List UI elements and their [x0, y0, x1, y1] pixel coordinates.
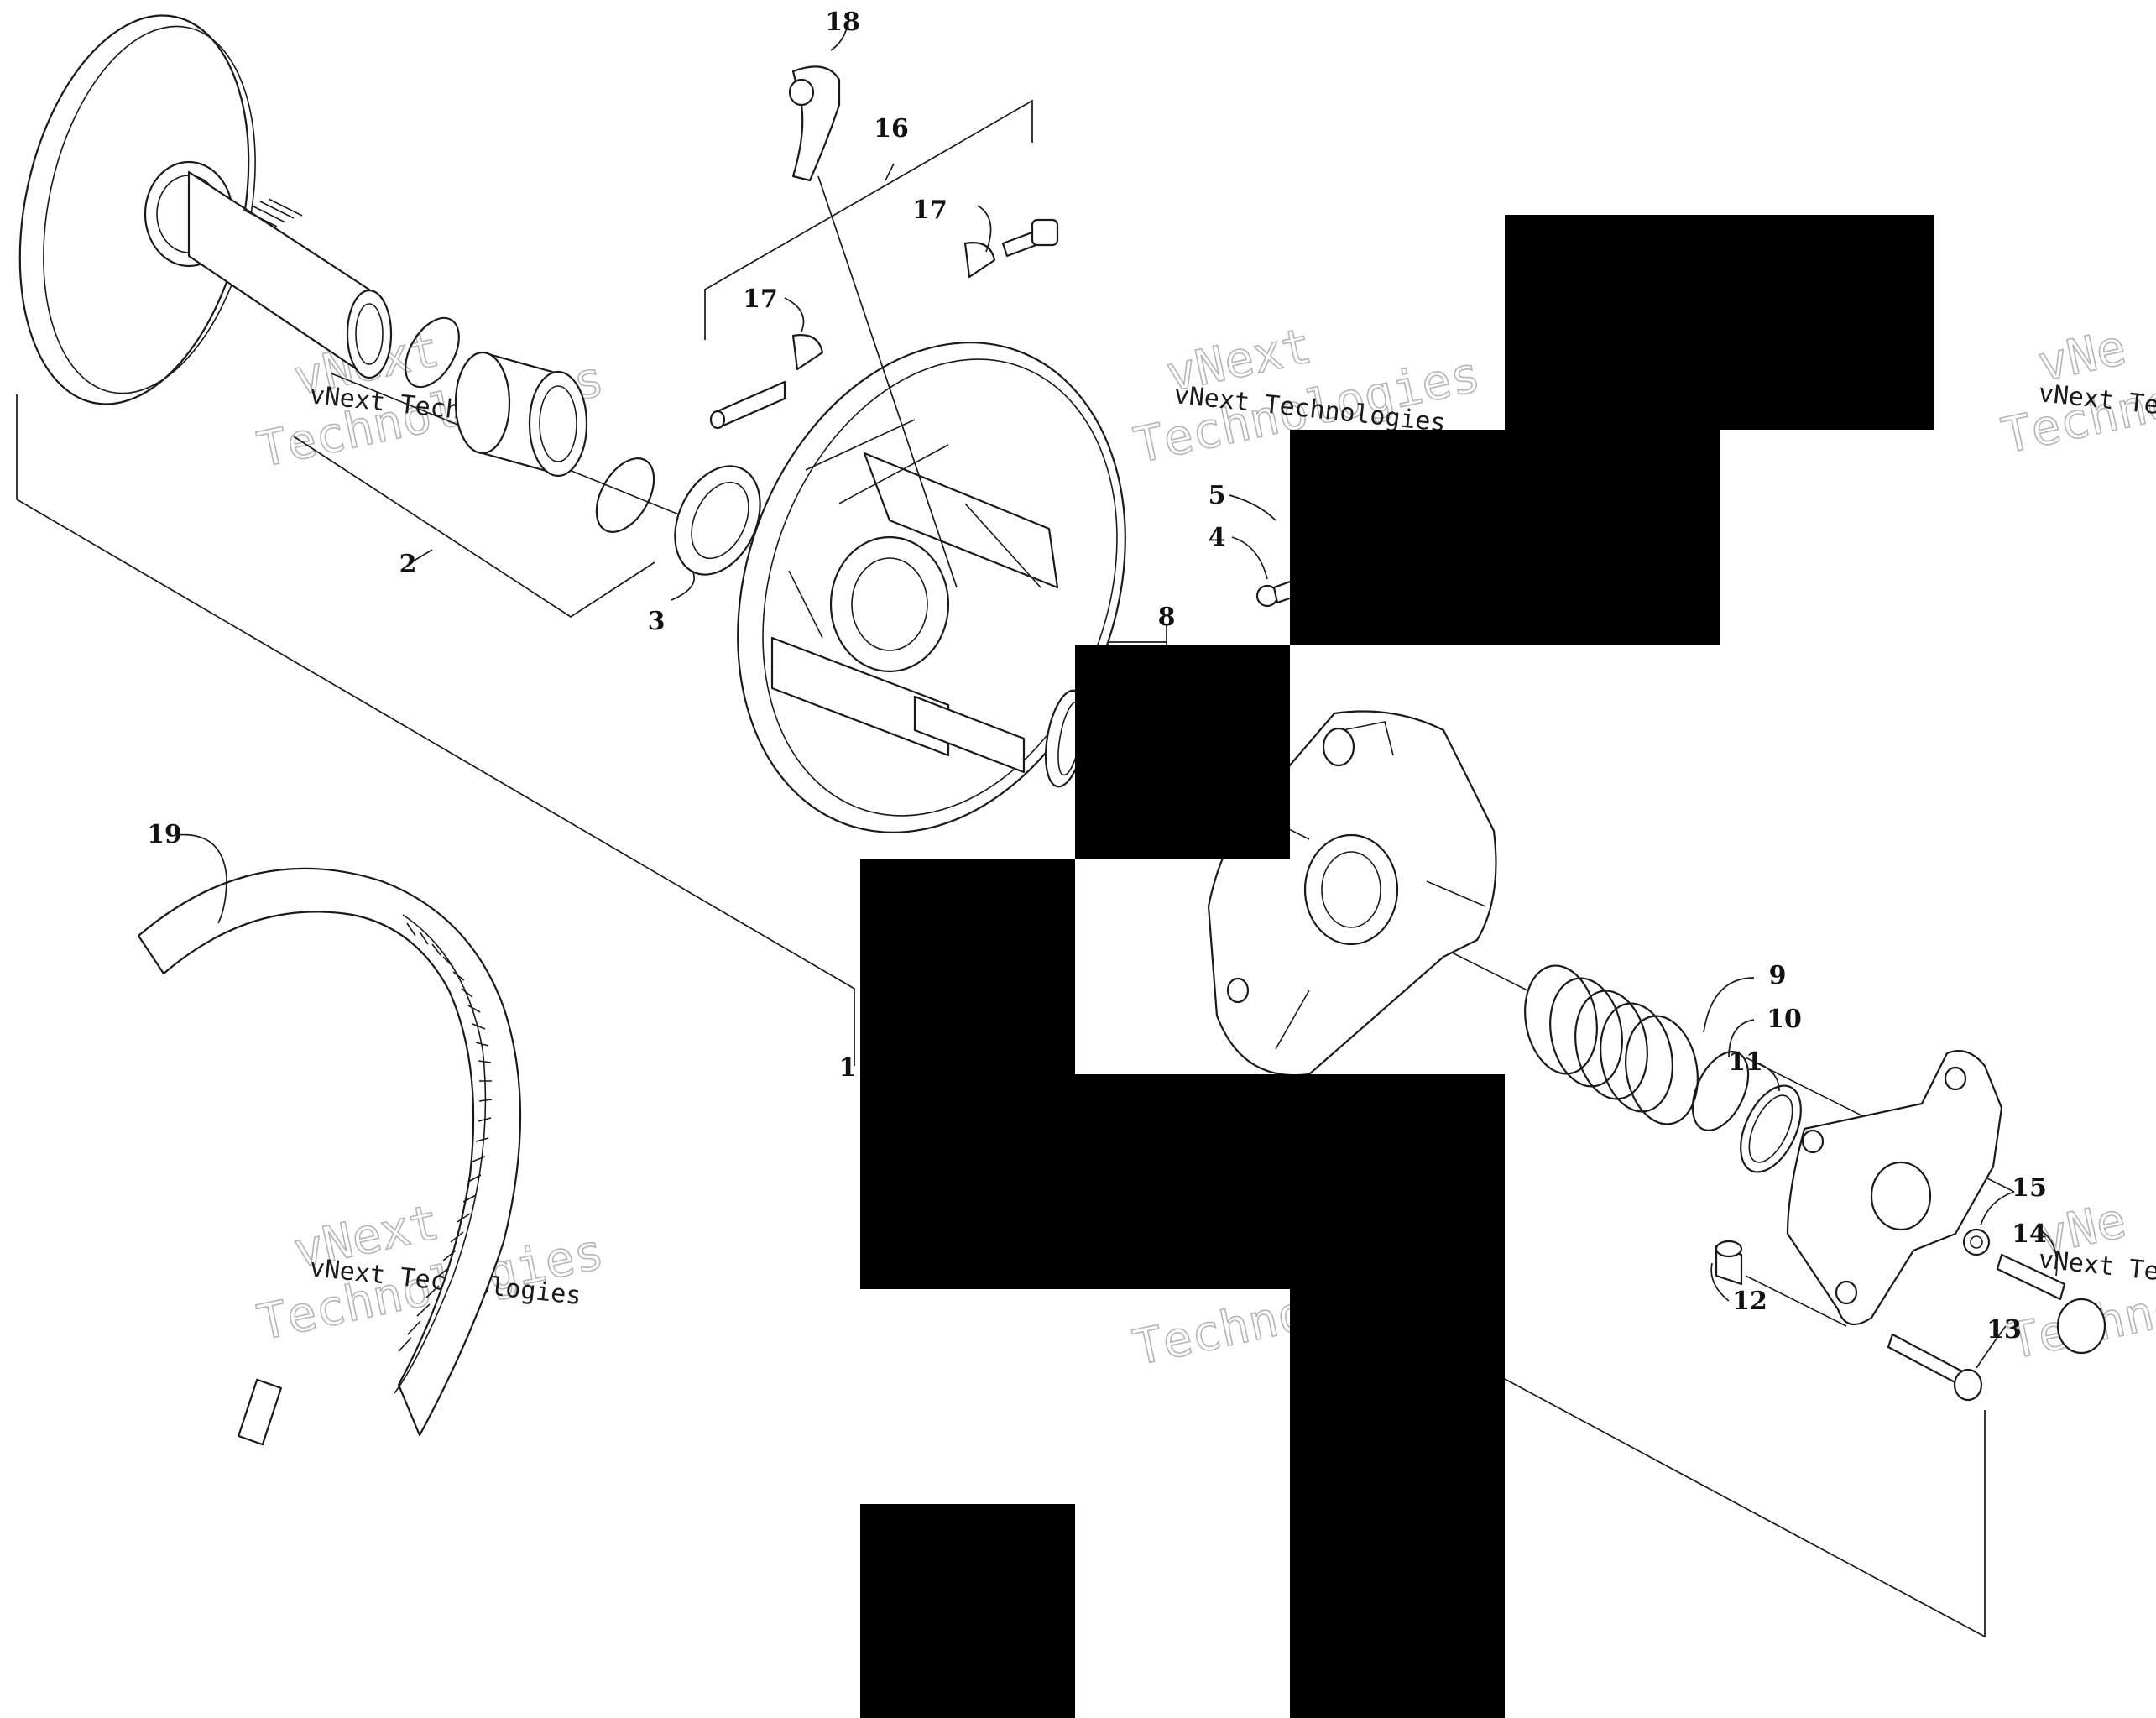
callout-19: 19	[147, 820, 182, 849]
redaction-block	[860, 859, 1075, 1074]
leader-line	[830, 24, 848, 51]
bracket-item-16	[704, 99, 1033, 340]
callout-1: 1	[839, 1053, 857, 1083]
callout-8: 8	[1158, 603, 1176, 632]
callout-4: 4	[1209, 523, 1226, 552]
roller-arm	[788, 65, 958, 588]
fasteners	[1715, 1228, 2106, 1402]
watermark-topright: vNe Technologies	[1996, 318, 2156, 466]
callout-9: 9	[1769, 961, 1787, 990]
callout-17-left: 17	[743, 285, 778, 314]
leader-line	[671, 570, 696, 601]
callout-16: 16	[874, 114, 909, 144]
redaction-blocks	[860, 215, 1934, 1718]
movable-sheave	[709, 218, 1126, 833]
fixed-sheave	[18, 14, 393, 405]
callout-11: 11	[1728, 1047, 1763, 1077]
leader-line	[977, 205, 992, 253]
leader-line	[1231, 536, 1268, 580]
leader-line	[175, 833, 227, 924]
bracket-item-2	[293, 436, 655, 619]
leader-line	[1728, 1019, 1755, 1058]
leader-line	[410, 549, 433, 563]
bracket-item-1-right	[1468, 1359, 1986, 1638]
leader-line	[817, 175, 958, 588]
callout-10: 10	[1767, 1005, 1802, 1034]
spring	[1524, 964, 1699, 1125]
snap-ring-and-washer	[1691, 1051, 1802, 1173]
watermark-word: Techno	[1128, 1284, 1312, 1376]
callout-labels: 18 16 17 17 5 4 2 3 8 19 1 9 10 11 15 14…	[147, 8, 2047, 1345]
callout-13: 13	[1986, 1315, 2022, 1345]
leader-line	[1703, 977, 1755, 1033]
callout-3: 3	[648, 607, 666, 636]
leader-line	[1710, 1262, 1730, 1302]
redaction-block	[860, 1504, 1075, 1718]
redaction-block	[1075, 645, 1290, 859]
leader-line	[784, 297, 805, 332]
leader-line	[885, 163, 895, 181]
callout-leaders	[175, 24, 2058, 1369]
watermark-bottomleft: vNext Technologies	[252, 1193, 609, 1352]
redaction-block	[1290, 430, 1720, 645]
watermark-bottomcenter: Techno	[1128, 1283, 1313, 1377]
cover-plate	[1786, 1050, 2003, 1326]
callout-2: 2	[399, 550, 417, 579]
redaction-block	[860, 1074, 1505, 1289]
callout-18: 18	[825, 8, 860, 37]
callout-12: 12	[1732, 1287, 1767, 1316]
leader-line	[1753, 1061, 1780, 1092]
leader-line	[2039, 1229, 2058, 1277]
bracket-item-1	[16, 394, 855, 1066]
redaction-block	[1290, 1289, 1505, 1718]
leader-line	[1976, 1325, 2007, 1369]
callout-5: 5	[1209, 481, 1226, 510]
callout-14: 14	[2012, 1219, 2047, 1249]
bushing-assembly	[405, 316, 761, 576]
center-line	[1745, 1275, 1847, 1327]
leader-line	[1980, 1191, 2015, 1226]
drive-belt	[137, 867, 522, 1446]
leader-line	[1229, 494, 1276, 521]
callout-17-right: 17	[912, 196, 947, 225]
callout-15: 15	[2012, 1173, 2047, 1203]
redaction-block	[1505, 215, 1934, 430]
